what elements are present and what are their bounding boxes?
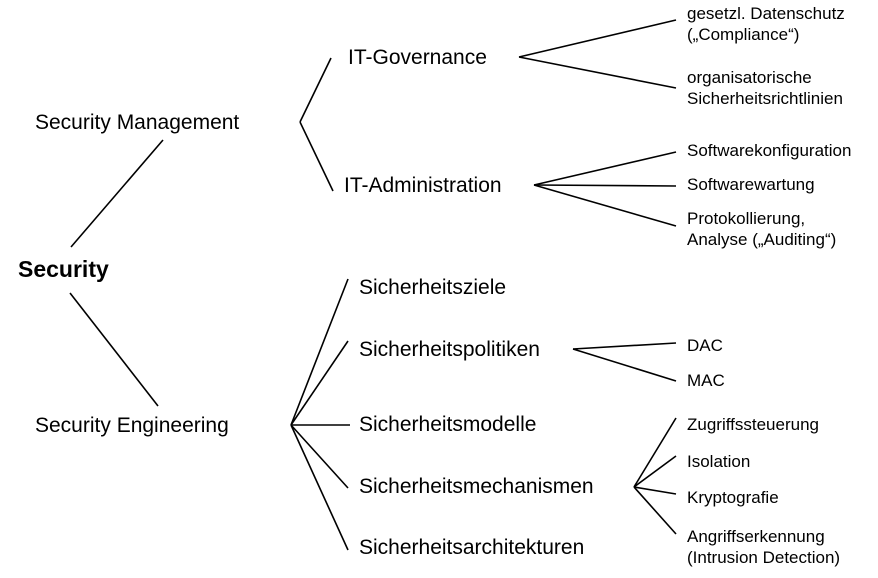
node-leaf-dac-line-1: DAC <box>687 336 723 355</box>
connector-sicherheitspolitiken-fan-mac <box>572 348 677 382</box>
node-leaf-isolation: Isolation <box>687 452 750 471</box>
node-branch-security-management-line-1: Security Management <box>35 111 239 134</box>
node-leaf-zugriffssteuerung-line-1: Zugriffssteuerung <box>687 415 819 434</box>
node-child-sicherheitsmechanismen-line-1: Sicherheitsmechanismen <box>359 475 594 498</box>
node-child-sicherheitspolitiken-line-1: Sicherheitspolitiken <box>359 338 540 361</box>
connector-security-to-security-management <box>70 139 164 248</box>
node-branch-security-engineering: Security Engineering <box>35 414 229 437</box>
connector-security-engineering-fan-4 <box>290 424 349 489</box>
connector-security-engineering-fan-5 <box>290 424 349 551</box>
connector-layer <box>69 19 677 551</box>
node-layer: Security Security Management IT-Governance… <box>18 4 851 567</box>
connector-sicherheitsmechanismen-fan-4 <box>633 486 677 535</box>
connector-security-engineering-fan-2 <box>290 340 349 426</box>
node-child-it-administration-line-1: IT-Administration <box>344 174 502 197</box>
node-leaf-angriffserkennung-intrusion-detection-line-2: (Intrusion Detection) <box>687 548 840 567</box>
connector-security-management-fan-lower <box>299 121 334 192</box>
node-root-security-line-1: Security <box>18 256 109 282</box>
node-child-sicherheitspolitiken: Sicherheitspolitiken <box>359 338 540 361</box>
connector-sicherheitsmechanismen-fan-3 <box>633 486 677 495</box>
node-leaf-gesetzl-datenschutz-compliance-line-2: („Compliance“) <box>687 25 799 44</box>
node-leaf-kryptografie-line-1: Kryptografie <box>687 488 779 507</box>
node-leaf-mac: MAC <box>687 371 725 390</box>
node-branch-security-management: Security Management <box>35 111 239 134</box>
connector-sicherheitsmechanismen-fan-2 <box>633 455 677 488</box>
node-child-sicherheitsziele-line-1: Sicherheitsziele <box>359 276 506 299</box>
node-leaf-softwarewartung-line-1: Softwarewartung <box>687 175 815 194</box>
node-child-sicherheitsmodelle-line-1: Sicherheitsmodelle <box>359 413 536 436</box>
node-child-sicherheitsmodelle: Sicherheitsmodelle <box>359 413 536 436</box>
node-root-security: Security <box>18 256 109 282</box>
node-leaf-mac-line-1: MAC <box>687 371 725 390</box>
node-leaf-softwarewartung: Softwarewartung <box>687 175 815 194</box>
connector-sicherheitsmechanismen-fan-1 <box>633 417 677 488</box>
node-leaf-softwarekonfiguration: Softwarekonfiguration <box>687 141 851 160</box>
node-child-it-administration: IT-Administration <box>344 174 502 197</box>
node-leaf-isolation-line-1: Isolation <box>687 452 750 471</box>
connector-sicherheitspolitiken-fan-dac <box>572 342 677 350</box>
connector-it-governance-fan-upper <box>518 19 677 58</box>
node-child-sicherheitsarchitekturen-line-1: Sicherheitsarchitekturen <box>359 536 584 559</box>
node-child-it-governance: IT-Governance <box>348 46 487 69</box>
node-child-sicherheitsarchitekturen: Sicherheitsarchitekturen <box>359 536 584 559</box>
node-leaf-kryptografie: Kryptografie <box>687 488 779 507</box>
node-leaf-angriffserkennung-intrusion-detection-line-1: Angriffserkennung <box>687 527 825 546</box>
node-leaf-gesetzl-datenschutz-compliance-line-1: gesetzl. Datenschutz <box>687 4 845 23</box>
connector-it-administration-fan-lower <box>533 184 677 227</box>
node-leaf-angriffserkennung-intrusion-detection: Angriffserkennung (Intrusion Detection) <box>687 527 840 567</box>
node-child-it-governance-line-1: IT-Governance <box>348 46 487 69</box>
node-child-sicherheitsziele: Sicherheitsziele <box>359 276 506 299</box>
connector-security-to-security-engineering <box>69 292 159 407</box>
connector-security-management-fan-upper <box>299 57 332 123</box>
node-leaf-gesetzl-datenschutz-compliance: gesetzl. Datenschutz („Compliance“) <box>687 4 845 44</box>
connector-security-engineering-fan-1 <box>290 278 349 426</box>
node-leaf-softwarekonfiguration-line-1: Softwarekonfiguration <box>687 141 851 160</box>
node-leaf-zugriffssteuerung: Zugriffssteuerung <box>687 415 819 434</box>
connector-it-administration-fan-upper <box>533 151 677 186</box>
node-leaf-protokollierung-analyse-auditing: Protokollierung, Analyse („Auditing“) <box>687 209 836 249</box>
connector-it-governance-fan-lower <box>518 56 677 89</box>
node-leaf-organisatorische-sicherheitsrichtlinien-line-2: Sicherheitsrichtlinien <box>687 89 843 108</box>
node-child-sicherheitsmechanismen: Sicherheitsmechanismen <box>359 475 594 498</box>
node-leaf-dac: DAC <box>687 336 723 355</box>
node-branch-security-engineering-line-1: Security Engineering <box>35 414 229 437</box>
node-leaf-protokollierung-analyse-auditing-line-1: Protokollierung, <box>687 209 805 228</box>
connector-it-administration-fan-middle <box>533 184 677 187</box>
node-leaf-protokollierung-analyse-auditing-line-2: Analyse („Auditing“) <box>687 230 836 249</box>
node-leaf-organisatorische-sicherheitsrichtlinien-line-1: organisatorische <box>687 68 812 87</box>
